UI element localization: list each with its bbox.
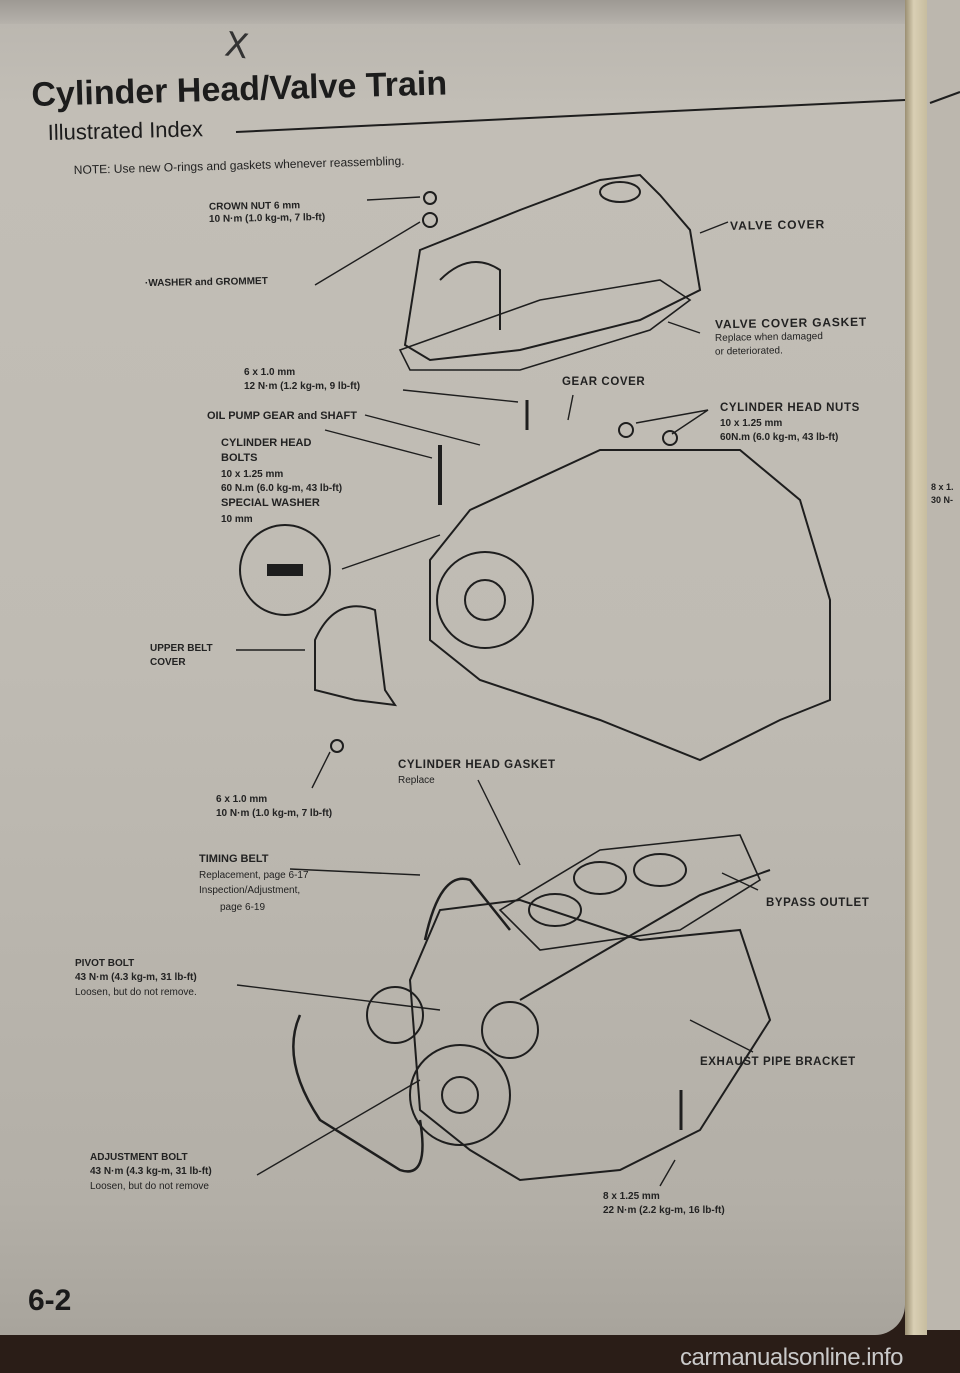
crown-nut-spec: 10 N·m (1.0 kg-m, 7 lb-ft) — [208, 211, 326, 226]
valve-cover-gasket-label: VALVE COVER GASKET — [714, 314, 868, 332]
cylinder-head-bolts-label-1: CYLINDER HEAD — [221, 437, 312, 449]
bypass-outlet-label: BYPASS OUTLET — [766, 897, 870, 909]
adjustment-bolt-spec: 43 N·m (4.3 kg-m, 31 lb-ft) — [90, 1166, 212, 1177]
valve-cover-label: VALVE COVER — [729, 217, 826, 233]
bracket-bolt-spec: 22 N·m (2.2 kg-m, 16 lb-ft) — [603, 1205, 725, 1216]
head-gasket-outline — [498, 834, 762, 951]
bracket-bolt-size: 8 x 1.25 mm — [603, 1191, 660, 1202]
upper-belt-cover-label-2: COVER — [150, 657, 186, 668]
valve-cover-gasket-note-1: Replace when damaged — [714, 331, 823, 344]
bypass-pipe-outline — [519, 869, 771, 1001]
adjacent-fragment-1: 8 x 1. — [931, 482, 954, 492]
adjacent-page: 8 x 1. 30 N- — [927, 0, 960, 1330]
title-rule — [235, 99, 906, 133]
special-washer-size: 10 mm — [221, 514, 253, 525]
belt-cover-bolt-spec: 10 N·m (1.0 kg-m, 7 lb-ft) — [216, 808, 333, 819]
gear-cover-label: GEAR COVER — [562, 376, 646, 388]
page-edge-shadow — [0, 0, 905, 24]
cylinder-head-outline — [429, 449, 831, 762]
cylinder-head-gasket-label: CYLINDER HEAD GASKET — [398, 759, 556, 771]
belt-cover-bolt-size: 6 x 1.0 mm — [216, 794, 268, 805]
timing-belt-outline — [423, 877, 511, 941]
valve-cover-gasket-note-2: or deteriorated. — [714, 345, 783, 358]
valve-cover-outline — [403, 173, 702, 362]
cylinder-head-bolts-size: 10 x 1.25 mm — [221, 469, 284, 480]
exhaust-pipe-bracket-label: EXHAUST PIPE BRACKET — [700, 1056, 856, 1068]
manual-page — [0, 0, 905, 1335]
cylinder-head-nuts-label: CYLINDER HEAD NUTS — [720, 402, 860, 414]
pivot-bolt-note: Loosen, but do not remove. — [75, 987, 197, 998]
adjustment-bolt-label: ADJUSTMENT BOLT — [90, 1152, 188, 1163]
cylinder-head-gasket-note: Replace — [398, 775, 435, 786]
drive-belt-outline — [292, 1014, 424, 1173]
adjustment-bolt-note: Loosen, but do not remove — [90, 1181, 209, 1192]
watermark: carmanualsonline.info — [680, 1344, 903, 1371]
upper-belt-cover-label-1: UPPER BELT — [150, 643, 213, 654]
valve-cover-gasket-outline — [398, 279, 692, 371]
timing-belt-inspection: Inspection/Adjustment, — [199, 885, 301, 896]
page-number: 6-2 — [28, 1284, 72, 1317]
pivot-bolt-label: PIVOT BOLT — [75, 958, 135, 969]
upper-belt-cover-outline — [314, 605, 398, 707]
cylinder-head-bolts-label-2: BOLTS — [221, 452, 258, 464]
special-washer-label: SPECIAL WASHER — [221, 497, 320, 509]
title-rule-right — [929, 91, 960, 104]
timing-belt-replacement: Replacement, page 6-17 — [199, 870, 309, 881]
pivot-bolt-spec: 43 N·m (4.3 kg-m, 31 lb-ft) — [75, 972, 197, 983]
book-binding — [905, 0, 927, 1373]
timing-belt-label: TIMING BELT — [199, 853, 269, 865]
background-surface — [0, 1335, 960, 1373]
timing-belt-inspection-page: page 6-19 — [220, 902, 266, 913]
cylinder-head-nuts-spec: 60N.m (6.0 kg-m, 43 lb-ft) — [720, 432, 839, 443]
engine-block-outline — [408, 898, 772, 1182]
washer-grommet-label: ·WASHER and GROMMET — [144, 275, 268, 290]
adjacent-fragment-2: 30 N- — [931, 495, 954, 505]
oil-pump-gear-label: OIL PUMP GEAR and SHAFT — [207, 410, 357, 422]
cylinder-head-bolts-spec: 60 N.m (6.0 kg-m, 43 lb-ft) — [221, 483, 343, 494]
special-washer-detail-circle — [239, 524, 331, 616]
gear-cover-bolt-size: 6 x 1.0 mm — [244, 367, 296, 378]
gear-cover-bolt-spec: 12 N·m (1.2 kg-m, 9 lb-ft) — [244, 381, 361, 392]
cylinder-head-nuts-size: 10 x 1.25 mm — [720, 418, 783, 429]
